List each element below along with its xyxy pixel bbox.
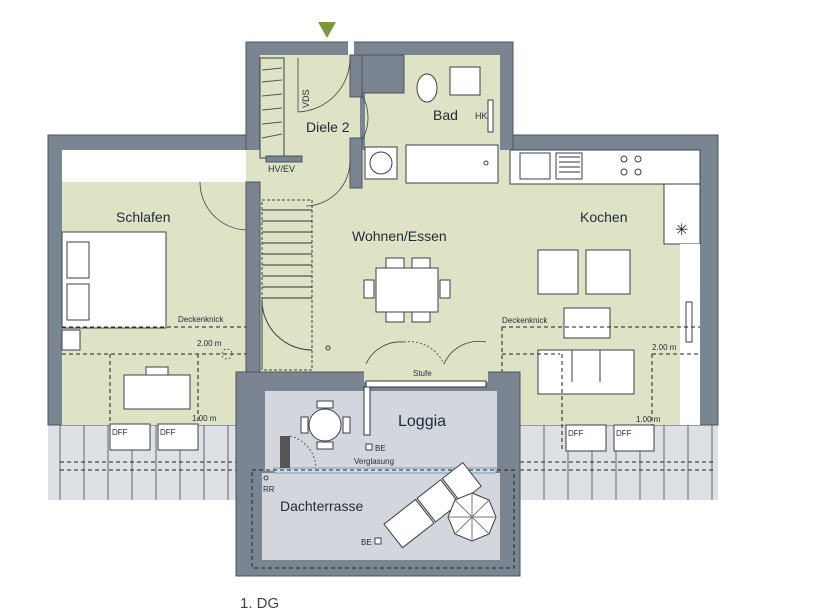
hv-ev-label: HV/EV bbox=[268, 164, 295, 174]
sink-icon bbox=[449, 66, 481, 96]
be-label: BE bbox=[375, 444, 386, 453]
armchair bbox=[585, 249, 631, 295]
room-label-schlafen: Schlafen bbox=[116, 209, 170, 225]
dff-label: DFF bbox=[568, 429, 584, 438]
room-label-bad: Bad bbox=[433, 107, 458, 123]
room-label-kochen: Kochen bbox=[580, 209, 627, 225]
room-label-wohnen: Wohnen/Essen bbox=[352, 228, 447, 244]
bathtub-icon bbox=[405, 144, 499, 184]
armchair bbox=[537, 249, 579, 295]
room-label-loggia: Loggia bbox=[398, 413, 446, 430]
dff-label: DFF bbox=[112, 428, 128, 437]
height-label: 1.00 m bbox=[636, 415, 661, 424]
rr-label: RR bbox=[263, 485, 275, 494]
height-label: 2.00 m bbox=[652, 343, 677, 352]
floor-caption: 1. DG bbox=[240, 595, 279, 611]
room-label-dachterrasse: Dachterrasse bbox=[280, 498, 363, 514]
roof-tiles-right bbox=[515, 425, 718, 500]
sofa bbox=[537, 349, 635, 395]
hk-label: HK bbox=[475, 111, 488, 121]
floor-diele bbox=[260, 55, 350, 165]
toilet-icon bbox=[416, 73, 438, 103]
verglasung-label: Verglasung bbox=[354, 457, 394, 466]
height-label: 1.00 m bbox=[192, 414, 217, 423]
dff-label: DFF bbox=[160, 428, 176, 437]
vds-label: VDS bbox=[301, 89, 311, 108]
deckenknick-label: Deckenknick bbox=[502, 316, 548, 325]
stufe-label: Stufe bbox=[413, 369, 432, 378]
svg-text:✳: ✳ bbox=[675, 222, 688, 239]
room-label-diele: Diele 2 bbox=[306, 119, 350, 135]
dining-table bbox=[375, 267, 439, 313]
stove-icon bbox=[620, 155, 642, 176]
staircase bbox=[261, 199, 331, 371]
be-label: BE bbox=[361, 538, 372, 547]
deckenknick-label: Deckenknick bbox=[178, 315, 224, 324]
dff-label: DFF bbox=[616, 429, 632, 438]
entrance-arrow-icon bbox=[318, 22, 336, 38]
sun-loungers bbox=[383, 461, 482, 549]
height-label: 2.00 m bbox=[197, 339, 222, 348]
loggia-table bbox=[308, 408, 342, 442]
desk bbox=[123, 374, 191, 410]
